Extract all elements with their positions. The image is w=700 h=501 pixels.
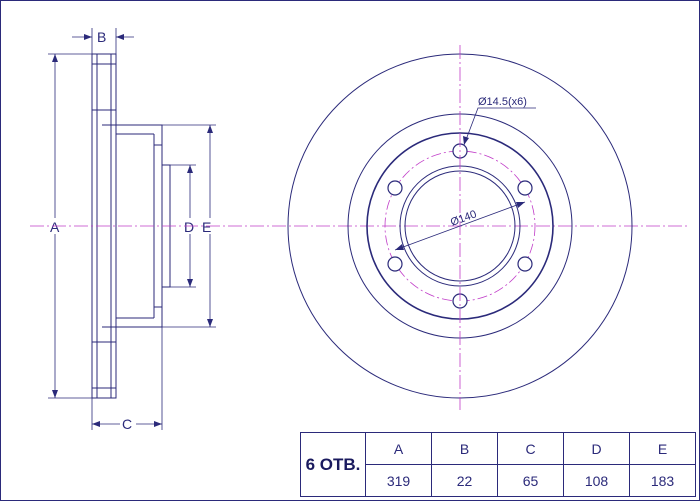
header-e: E <box>629 432 696 465</box>
holes-label: 6 ОТВ. <box>300 432 366 497</box>
label-c: C <box>122 416 132 432</box>
value-c: 65 <box>497 464 564 497</box>
value-a: 319 <box>365 464 432 497</box>
table-row: 6 ОТВ. A B C D E <box>300 432 696 497</box>
value-e: 183 <box>629 464 696 497</box>
value-b: 22 <box>431 464 498 497</box>
header-c: C <box>497 432 564 465</box>
label-e: E <box>202 219 211 235</box>
center-bore-inner <box>404 170 516 282</box>
header-b: B <box>431 432 498 465</box>
bolt-hole-label: Ø14.5(x6) <box>478 96 527 108</box>
bolt-hole <box>387 180 403 196</box>
pcd-dimension-line <box>394 201 526 251</box>
spec-table: 6 ОТВ. A B C D E 319 22 65 108 183 <box>300 432 696 497</box>
bolt-hole-leader <box>463 107 536 146</box>
value-d: 108 <box>563 464 630 497</box>
bolt-hole <box>517 256 533 272</box>
bolt-hole <box>517 180 533 196</box>
label-a: A <box>50 219 60 235</box>
label-d: D <box>184 219 194 235</box>
header-d: D <box>563 432 630 465</box>
label-b: B <box>97 29 106 45</box>
table-row: 319 22 65 108 183 <box>301 464 696 497</box>
bolt-hole <box>387 256 403 272</box>
header-a: A <box>365 432 432 465</box>
